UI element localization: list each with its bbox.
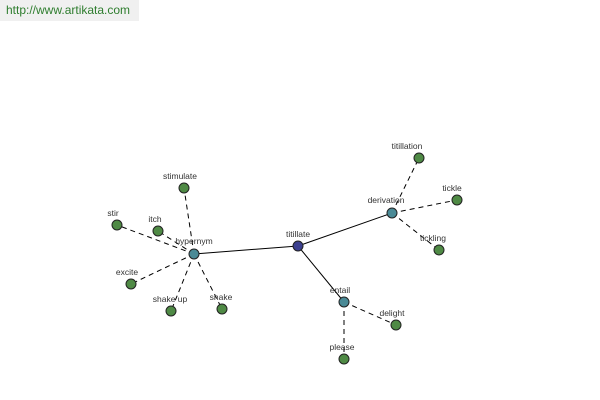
node-label-shake: shake	[210, 292, 233, 302]
edge-titillate-hypernym	[193, 245, 299, 255]
node-label-stir: stir	[107, 208, 119, 218]
node-itch[interactable]	[152, 225, 164, 237]
node-shake[interactable]	[216, 303, 228, 315]
graph-edges	[116, 157, 458, 359]
node-titillate[interactable]	[292, 240, 304, 252]
node-label-excite: excite	[116, 267, 138, 277]
graph-nodes	[111, 152, 463, 365]
node-excite[interactable]	[125, 278, 137, 290]
watermark-link[interactable]: http://www.artikata.com	[0, 0, 139, 21]
edge-hypernym-stir	[116, 224, 195, 255]
node-label-itch: itch	[148, 214, 162, 224]
node-label-tickle: tickle	[442, 183, 462, 193]
node-hypernym[interactable]	[188, 248, 200, 260]
node-please[interactable]	[338, 353, 350, 365]
node-entail[interactable]	[338, 296, 350, 308]
node-label-entail: entail	[330, 285, 350, 295]
edge-titillate-derivation	[297, 212, 393, 247]
edge-hypernym-stimulate	[183, 187, 195, 255]
node-label-please: please	[329, 342, 354, 352]
node-derivation[interactable]	[386, 207, 398, 219]
node-label-titillation: titillation	[392, 141, 423, 151]
node-label-derivation: derivation	[368, 195, 405, 205]
edge-derivation-tickle	[391, 199, 458, 214]
edge-titillate-entail	[297, 245, 345, 303]
edge-hypernym-shake	[193, 253, 223, 310]
node-stimulate[interactable]	[178, 182, 190, 194]
node-label-tickling: tickling	[420, 233, 446, 243]
graph-labels: titillate hypernym derivation entail stir itc…	[107, 141, 462, 352]
node-titillation[interactable]	[413, 152, 425, 164]
node-label-stimulate: stimulate	[163, 171, 197, 181]
edge-hypernym-shake-up	[170, 253, 195, 312]
node-label-hypernym: hypernym	[175, 236, 212, 246]
node-stir[interactable]	[111, 219, 123, 231]
edge-hypernym-itch	[157, 230, 195, 255]
edge-derivation-titillation	[391, 157, 420, 214]
node-shake-up[interactable]	[165, 305, 177, 317]
node-label-shake-up: shake up	[153, 294, 188, 304]
node-tickle[interactable]	[451, 194, 463, 206]
edge-hypernym-excite	[130, 253, 195, 285]
node-tickling[interactable]	[433, 244, 445, 256]
edge-entail-delight	[343, 301, 397, 326]
edge-derivation-tickling	[391, 212, 440, 251]
node-delight[interactable]	[390, 319, 402, 331]
node-label-titillate: titillate	[286, 229, 310, 239]
node-label-delight: delight	[379, 308, 405, 318]
